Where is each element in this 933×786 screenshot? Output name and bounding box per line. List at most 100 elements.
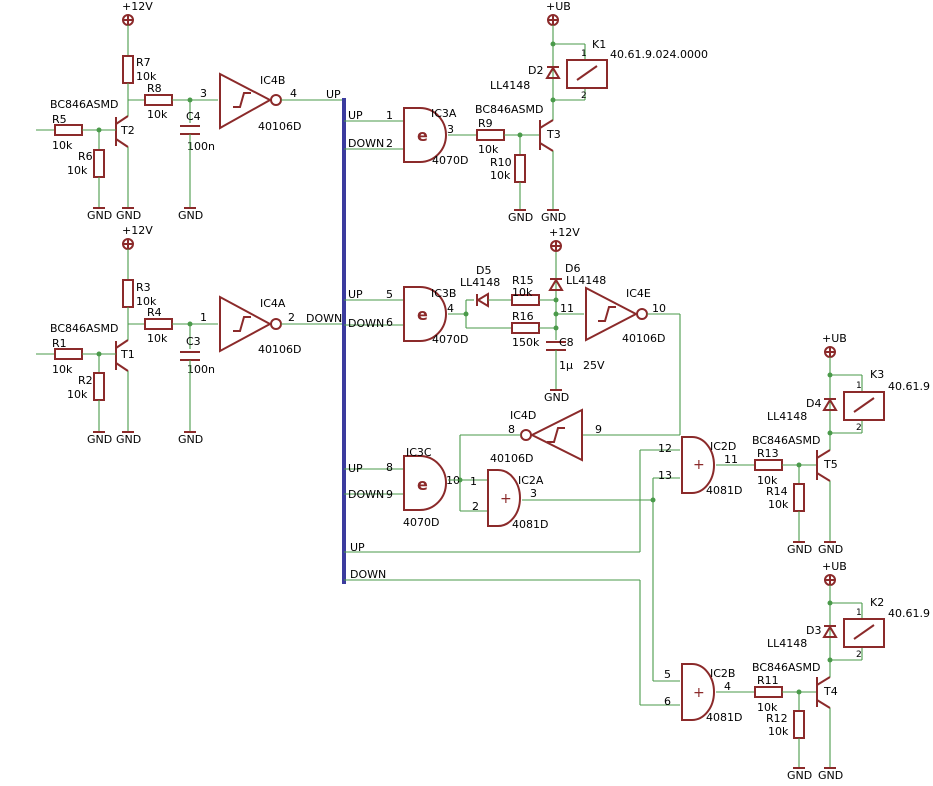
svg-text:BC846ASMD: BC846ASMD	[752, 661, 821, 674]
relay-k1: 1 2 K1 40.61.9.024.0000	[566, 38, 708, 101]
svg-text:LL4148: LL4148	[490, 79, 530, 92]
svg-text:R10: R10	[490, 156, 512, 169]
svg-text:10k: 10k	[136, 295, 157, 308]
svg-text:T2: T2	[120, 124, 135, 137]
svg-text:6: 6	[664, 695, 671, 708]
svg-text:3: 3	[200, 87, 207, 100]
svg-text:10k: 10k	[52, 363, 73, 376]
svg-text:40.61.9: 40.61.9	[888, 380, 930, 393]
svg-text:GND: GND	[508, 211, 533, 224]
gnd-r6: GND	[87, 207, 112, 222]
svg-text:GND: GND	[544, 391, 569, 404]
svg-text:K2: K2	[870, 596, 884, 609]
svg-text:10k: 10k	[147, 108, 168, 121]
svg-text:11: 11	[560, 302, 574, 315]
svg-text:T5: T5	[823, 458, 838, 471]
supply-ub-k2: +UB	[822, 560, 847, 586]
svg-text:R5: R5	[52, 113, 67, 126]
svg-text:9: 9	[595, 423, 602, 436]
svg-text:GND: GND	[541, 211, 566, 224]
and-gate-ic2a: + IC2A 4081D 3	[487, 469, 548, 531]
svg-text:R3: R3	[136, 281, 151, 294]
inverter-ic4d-stage: 9 IC4D 40106D 8	[457, 408, 680, 483]
svg-text:4081D: 4081D	[706, 484, 742, 497]
svg-text:GND: GND	[116, 209, 141, 222]
svg-text:IC3C: IC3C	[406, 446, 432, 459]
capacitor-c3: C3 100n	[180, 335, 215, 376]
gnd-c3: GND	[178, 431, 203, 446]
svg-text:D2: D2	[528, 64, 543, 77]
svg-text:1: 1	[856, 381, 862, 391]
svg-text:+: +	[693, 457, 705, 473]
svg-text:K3: K3	[870, 368, 884, 381]
svg-text:GND: GND	[818, 769, 843, 782]
svg-text:10k: 10k	[67, 388, 88, 401]
svg-text:R1: R1	[52, 337, 67, 350]
svg-text:BC846ASMD: BC846ASMD	[752, 434, 821, 447]
svg-text:40106D: 40106D	[490, 452, 533, 465]
svg-text:DOWN: DOWN	[348, 137, 384, 150]
supply-ub-k3: +UB	[822, 332, 847, 358]
svg-text:100n: 100n	[187, 140, 215, 153]
svg-text:10k: 10k	[757, 701, 778, 714]
svg-text:e: e	[417, 305, 428, 324]
svg-text:T3: T3	[546, 128, 561, 141]
svg-text:1: 1	[470, 475, 477, 488]
svg-text:IC2B: IC2B	[710, 667, 735, 680]
svg-text:150k: 150k	[512, 336, 540, 349]
svg-text:10k: 10k	[768, 725, 789, 738]
svg-text:2: 2	[386, 137, 393, 150]
svg-text:8: 8	[508, 423, 515, 436]
svg-text:5: 5	[386, 288, 393, 301]
svg-text:2: 2	[288, 311, 295, 324]
svg-text:DOWN: DOWN	[348, 317, 384, 330]
svg-text:3: 3	[530, 487, 537, 500]
schmitt-inverter-ic4a: IC4A 40106D 2	[219, 295, 301, 356]
svg-text:+: +	[693, 685, 705, 701]
gnd-t2: GND	[116, 207, 141, 222]
relay-k2: 1 2 K2 40.61.9	[843, 596, 930, 660]
gnd-t3: GND	[541, 209, 566, 224]
svg-text:6: 6	[386, 316, 393, 329]
svg-text:+12V: +12V	[122, 0, 153, 13]
svg-text:T1: T1	[120, 348, 135, 361]
svg-text:40.61.9: 40.61.9	[888, 607, 930, 620]
svg-text:BC846ASMD: BC846ASMD	[475, 103, 544, 116]
svg-text:T4: T4	[823, 685, 838, 698]
svg-text:IC3A: IC3A	[431, 107, 457, 120]
svg-text:DOWN: DOWN	[350, 568, 386, 581]
schmitt-inverter-ic4e: IC4E 40106D 10	[585, 286, 666, 345]
svg-text:40106D: 40106D	[622, 332, 665, 345]
svg-text:C3: C3	[186, 335, 201, 348]
svg-text:UP: UP	[348, 109, 363, 122]
svg-text:R12: R12	[766, 712, 788, 725]
svg-text:IC4A: IC4A	[260, 297, 286, 310]
svg-text:UP: UP	[348, 462, 363, 475]
svg-text:1µ: 1µ	[559, 359, 573, 372]
svg-text:GND: GND	[87, 433, 112, 446]
svg-text:100n: 100n	[187, 363, 215, 376]
gnd-c8: GND	[544, 389, 569, 404]
svg-text:LL4148: LL4148	[460, 276, 500, 289]
svg-text:IC3B: IC3B	[431, 287, 456, 300]
xor-gate-ic3b: IC3B e 4070D 4	[403, 286, 468, 346]
svg-text:R16: R16	[512, 310, 534, 323]
svg-text:12: 12	[658, 442, 672, 455]
svg-text:R7: R7	[136, 56, 151, 69]
transistor-t5: BC846ASMD T5	[752, 434, 838, 482]
transistor-t2: BC846ASMD T2	[50, 98, 135, 148]
svg-text:GND: GND	[787, 769, 812, 782]
